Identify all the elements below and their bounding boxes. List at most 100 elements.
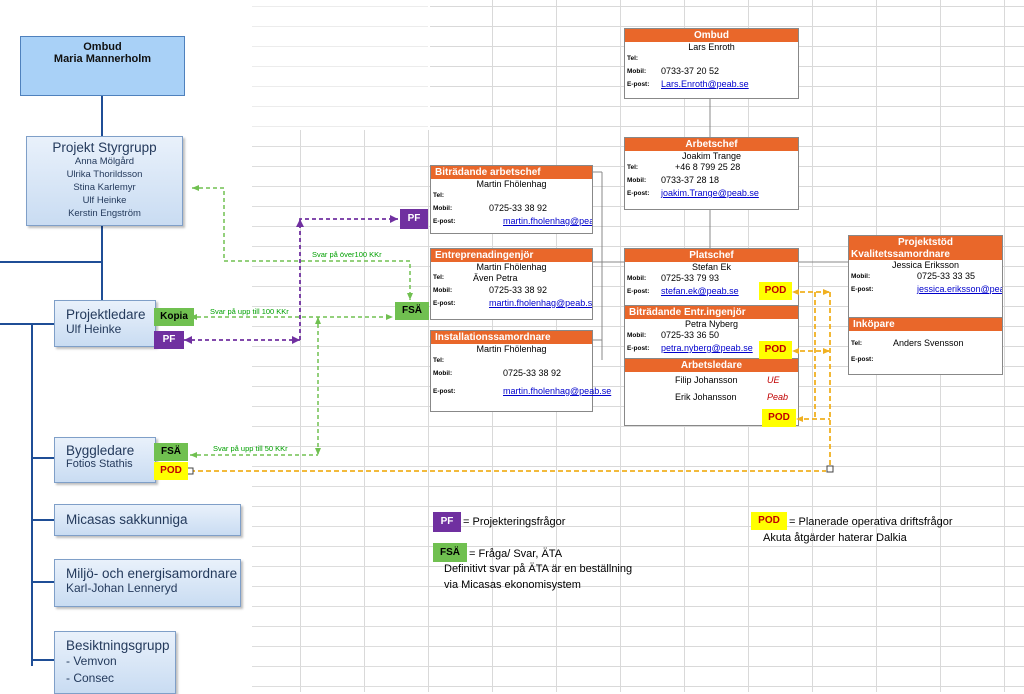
- card-name: Stefan Ek: [691, 262, 732, 272]
- card-email-link[interactable]: martin.fholenhag@peab.se: [503, 386, 612, 396]
- byggledare-name: Fotios Stathis: [66, 458, 133, 470]
- label-epost: E-post:: [627, 288, 650, 295]
- arrow-green: [407, 293, 413, 300]
- label-mobil: Mobil:: [627, 332, 647, 339]
- label-tel: Tel:: [433, 192, 445, 199]
- label-tel: Tel:: [627, 164, 639, 171]
- ombud-title: Ombud: [83, 41, 122, 53]
- card-name2: Även Petra: [473, 273, 518, 283]
- pod-badge-bitr-entr: POD: [759, 341, 792, 359]
- arrow-green: [315, 317, 321, 324]
- card-mobil: 0725-33 33 35: [917, 271, 976, 281]
- arrow-yellow: [796, 416, 803, 422]
- card-tel: +46 8 799 25 28: [675, 162, 741, 172]
- card-mobil: 0725-33 38 92: [503, 368, 562, 378]
- card-name: Jessica Eriksson: [891, 260, 960, 270]
- arbetsledare-tag1: UE: [767, 375, 780, 385]
- card-header: Ombud: [625, 29, 798, 42]
- arrow-purple: [390, 215, 398, 223]
- card-email-link[interactable]: jessica.eriksson@peab.se: [917, 284, 1002, 294]
- card-entreprenad: Entreprenadingenjör Martin Fhölenhag Tel…: [430, 248, 593, 320]
- pod-badge-platschef: POD: [759, 282, 792, 300]
- label-mobil: Mobil:: [627, 177, 647, 184]
- member: Ulf Heinke: [82, 195, 127, 206]
- card-email-link[interactable]: Lars.Enroth@peab.se: [661, 79, 749, 89]
- card-email-link[interactable]: martin.fholenhag@peab.se: [503, 216, 592, 226]
- card-mobil: 0725-33 38 92: [489, 203, 548, 213]
- arrow-green: [386, 314, 393, 320]
- arbetsledare-tag2: Peab: [767, 392, 789, 402]
- card-email-link[interactable]: petra.nyberg@peab.se: [661, 343, 753, 353]
- member: Anna Mölgård: [74, 156, 135, 167]
- pod-badge-left: POD: [154, 462, 188, 480]
- card-platschef: Platschef Stefan Ek Mobil:0725-33 79 93 …: [624, 248, 799, 306]
- card-name: Martin Fhölenhag: [476, 179, 547, 189]
- card-mobil: 0725-33 79 93: [661, 273, 720, 283]
- card-header: Projektstöd: [849, 236, 1002, 249]
- label-tel: Tel:: [627, 55, 639, 62]
- byggledare-title: Byggledare: [66, 443, 135, 458]
- legend-pf-badge: PF: [433, 512, 461, 532]
- card-inkopare: Inköpare Tel:Anders Svensson E-post:: [848, 317, 1003, 375]
- label-epost: E-post:: [433, 300, 456, 307]
- projektledare-title: Projektledare: [66, 307, 146, 322]
- byggledare-box: Byggledare Fotios Stathis: [54, 437, 156, 483]
- card-email-link[interactable]: joakim.Trange@peab.se: [661, 188, 759, 198]
- member: Stina Karlemyr: [73, 182, 136, 193]
- card-projektstod: Projektstöd Kvalitetssamordnare Jessica …: [848, 235, 1003, 319]
- card-header: Arbetsledare: [625, 359, 798, 372]
- styrgrupp-box: Projekt Styrgrupp Anna Mölgård Ulrika Th…: [26, 136, 183, 226]
- arbetsledare-person2: Erik Johansson: [675, 392, 737, 402]
- pf-badge-center: PF: [400, 209, 428, 229]
- label-mobil: Mobil:: [433, 205, 453, 212]
- edge-label-over100: Svar på över100 KKr: [312, 250, 382, 259]
- card-header: Inköpare: [849, 318, 1002, 331]
- pod-badge-arbetsledare: POD: [762, 409, 796, 427]
- legend-pf-text: = Projekteringsfrågor: [463, 516, 566, 528]
- besiktning-members: - Vemvon - Consec: [66, 653, 175, 687]
- grid-faint: [252, 0, 428, 692]
- label-epost: E-post:: [433, 218, 456, 225]
- card-header: Biträdande Entr.ingenjör: [625, 306, 798, 319]
- card-mobil: 0725-33 38 92: [489, 285, 548, 295]
- card-header: Platschef: [625, 249, 798, 262]
- card-mobil: 0733-37 20 52: [661, 66, 720, 76]
- card-arbetschef: Arbetschef Joakim Trange Tel:+46 8 799 2…: [624, 137, 799, 210]
- arrow-yellow: [823, 289, 830, 295]
- label-mobil: Mobil:: [627, 68, 647, 75]
- arrow-green: [192, 185, 199, 191]
- arrow-green: [190, 314, 197, 320]
- label-epost: E-post:: [851, 286, 874, 293]
- card-email-link[interactable]: martin.fholenhag@peab.se: [489, 298, 593, 308]
- label-mobil: Mobil:: [433, 287, 453, 294]
- miljo-title: Miljö- och energisamordnare: [66, 566, 238, 581]
- card-installation: Installationssamordnare Martin Fhölenhag…: [430, 330, 611, 412]
- card-header: Installationssamordnare: [431, 331, 592, 344]
- styrgrupp-members: Anna Mölgård Ulrika Thorildsson Stina Ka…: [27, 155, 182, 220]
- edge-label-upp50: Svar på upp till 50 KKr: [213, 444, 288, 453]
- arrow-yellow: [792, 348, 799, 354]
- legend-pod-text: = Planerade operativa driftsfrågor: [789, 516, 953, 528]
- member: Kerstin Engström: [68, 208, 141, 219]
- arrow-purple: [292, 336, 300, 344]
- card-bitr-arbetschef: Biträdande arbetschef Martin Fhölenhag T…: [430, 165, 593, 234]
- card-name: Petra Nyberg: [684, 319, 739, 329]
- card-email-link[interactable]: stefan.ek@peab.se: [661, 286, 739, 296]
- legend-fsa-note2: via Micasas ekonomisystem: [444, 579, 581, 591]
- label-epost: E-post:: [851, 356, 874, 363]
- legend-fsa-text: = Fråga/ Svar, ÄTA: [469, 548, 563, 560]
- label-tel: Tel:: [433, 357, 445, 364]
- projektledare-box: Projektledare Ulf Heinke: [54, 300, 156, 347]
- miljo-name: Karl-Johan Lenneryd: [66, 581, 178, 595]
- label-epost: E-post:: [627, 345, 650, 352]
- legend-fsa-note1: Definitivt svar på ÄTA är en beställning: [444, 563, 633, 575]
- label-mobil: Mobil:: [433, 370, 453, 377]
- arrow-green: [190, 452, 197, 458]
- arrow-purple: [296, 219, 304, 227]
- arrow-green: [315, 448, 321, 455]
- ombud-box-left: Ombud Maria Mannerholm: [20, 36, 185, 96]
- legend-fsa-badge: FSÄ: [433, 543, 467, 562]
- card-header: Entreprenadingenjör: [431, 249, 592, 262]
- card-header: Arbetschef: [625, 138, 798, 151]
